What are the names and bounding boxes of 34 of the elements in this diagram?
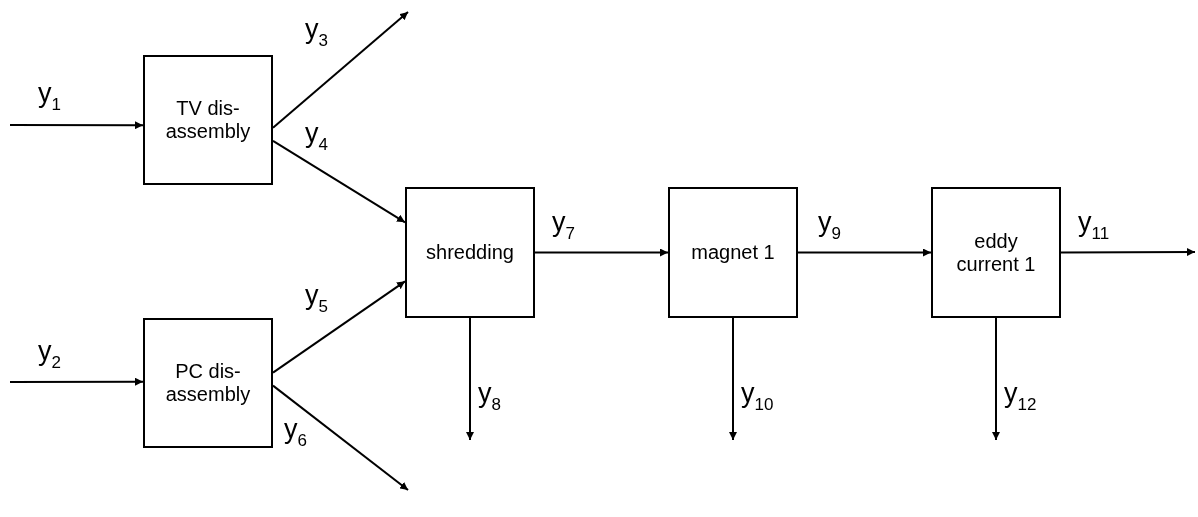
- process-box: [405, 187, 535, 318]
- edge-label: y$_{11}$: [1078, 207, 1110, 245]
- process-box: [143, 55, 273, 185]
- edge-label: y$_{1}$: [38, 78, 61, 116]
- arrow: [272, 280, 406, 374]
- process-label: TV dis-assembly: [164, 97, 252, 143]
- arrow: [272, 11, 409, 129]
- arrow: [992, 317, 1000, 441]
- arrow: [9, 377, 144, 386]
- arrow: [466, 317, 474, 441]
- process-label: magnet 1: [691, 241, 775, 264]
- arrow: [729, 317, 737, 441]
- edge-label: y$_{10}$: [741, 378, 774, 416]
- edge-label: y$_{9}$: [818, 207, 841, 245]
- edge-label: y$_{3}$: [305, 14, 328, 52]
- arrow: [1060, 248, 1196, 257]
- arrow: [534, 248, 669, 257]
- edge-label: y$_{6}$: [284, 414, 307, 452]
- edge-label: y$_{4}$: [305, 118, 328, 156]
- edge-label: y$_{2}$: [38, 336, 61, 374]
- arrow: [9, 121, 144, 130]
- edge-label: y$_{7}$: [552, 207, 575, 245]
- arrow: [272, 384, 409, 491]
- process-label: shredding: [426, 241, 514, 264]
- arrow: [797, 248, 932, 257]
- process-label: eddy current 1: [955, 229, 1037, 276]
- process-box: [143, 318, 273, 448]
- edge-label: y$_{8}$: [478, 378, 501, 416]
- process-box: [931, 187, 1061, 318]
- process-box: [668, 187, 798, 318]
- edge-label: y$_{5}$: [305, 280, 328, 318]
- arrow: [272, 139, 406, 224]
- process-label: PC dis-assembly: [164, 360, 252, 406]
- edge-label: y$_{12}$: [1004, 378, 1037, 416]
